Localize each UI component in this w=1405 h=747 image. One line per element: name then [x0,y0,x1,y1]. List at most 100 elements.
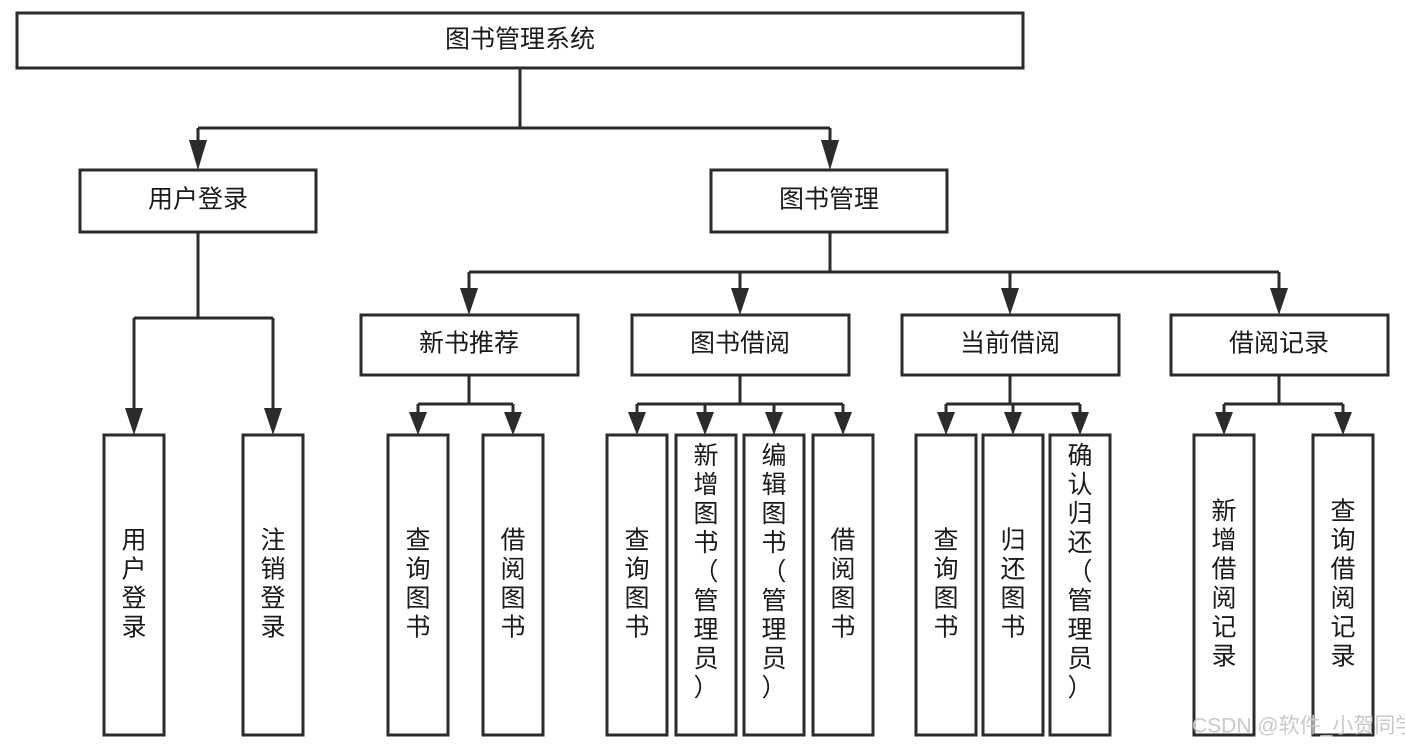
leaf-query-book-2-box[interactable] [605,433,669,737]
leaf-return-book[interactable]: 归还图书 [981,433,1045,737]
glyph: 员 [761,645,786,673]
node-user-login-label: 用户登录 [148,186,248,214]
glyph: 查 [933,526,958,554]
leaf-confirm-return-box[interactable] [1048,433,1112,737]
glyph: 登 [260,584,285,612]
glyph: 录 [1211,642,1236,670]
node-new-book-rec-box[interactable] [359,313,580,377]
node-new-book-rec[interactable]: 新书推荐 [359,313,580,377]
glyph: 书 [761,529,786,557]
leaf-edit-book-box[interactable] [742,433,806,737]
node-borrow-record-label: 借阅记录 [1229,330,1329,358]
arrowhead-leaf-confirm-return [1071,412,1089,435]
leaf-add-book-box[interactable] [674,433,738,737]
leaf-add-record-box[interactable] [1192,433,1256,737]
node-root[interactable]: 图书管理系统 [15,11,1025,70]
arrowhead-leaf-query-book-1 [409,412,427,435]
leaf-borrow-book-2-box[interactable] [811,433,875,737]
glyph: 图 [933,584,958,612]
glyph: 询 [624,555,649,583]
glyph: 增 [1211,526,1236,554]
glyph: 员 [693,645,718,673]
glyph: 还 [1067,529,1092,557]
node-current-borrow-box[interactable] [900,313,1121,377]
glyph: 管 [693,587,718,615]
leaf-add-book-label: 新增图书（管理员） [693,442,718,702]
node-new-book-rec-label: 新书推荐 [419,330,519,358]
glyph: 归 [1067,500,1092,528]
leaf-query-book-1[interactable]: 查询图书 [386,433,450,737]
leaf-logout-box[interactable] [241,433,305,737]
glyph: ） [761,674,786,702]
leaf-query-book-3[interactable]: 查询图书 [914,433,978,737]
glyph: 录 [1330,642,1355,670]
node-user-login-box[interactable] [78,168,318,234]
glyph: 书 [624,613,649,641]
node-borrow-record-box[interactable] [1169,313,1390,377]
glyph: 图 [693,500,718,528]
arrowhead-leaf-user-login [125,408,143,435]
leaf-confirm-return[interactable]: 确认归还（管理员） [1048,433,1112,737]
node-book-manage-label: 图书管理 [779,186,879,214]
arrowhead-leaf-query-book-3 [937,412,955,435]
glyph: 理 [693,616,718,644]
glyph: 员 [1067,645,1092,673]
glyph: 书 [500,613,525,641]
leaf-node-layer: 用户登录注销登录查询图书借阅图书查询图书新增图书（管理员）编辑图书（管理员）借阅… [102,433,1375,737]
leaf-borrow-book-1-box[interactable] [481,433,545,737]
glyph: 查 [405,526,430,554]
leaf-edit-book[interactable]: 编辑图书（管理员） [742,433,806,737]
leaf-borrow-book-1[interactable]: 借阅图书 [481,433,545,737]
leaf-query-book-1-box[interactable] [386,433,450,737]
node-borrow-record[interactable]: 借阅记录 [1169,313,1390,377]
glyph: 图 [624,584,649,612]
glyph: 阅 [1211,584,1236,612]
arrowhead-book-manage [821,140,839,170]
leaf-borrow-book-2[interactable]: 借阅图书 [811,433,875,737]
leaf-return-book-box[interactable] [981,433,1045,737]
leaf-query-book-3-box[interactable] [914,433,978,737]
connector-group-book-manage [460,232,1288,315]
glyph: 确 [1067,442,1092,470]
node-book-manage-box[interactable] [709,168,949,234]
node-user-login[interactable]: 用户登录 [78,168,318,234]
leaf-logout[interactable]: 注销登录 [241,433,305,737]
glyph: 编 [761,442,786,470]
glyph: 图 [761,500,786,528]
leaf-user-login[interactable]: 用户登录 [102,433,166,737]
node-root-box[interactable] [15,11,1025,70]
glyph: 询 [1330,526,1355,554]
leaf-add-book[interactable]: 新增图书（管理员） [674,433,738,737]
glyph: 记 [1211,613,1236,641]
leaf-query-book-2-label: 查询图书 [624,526,649,641]
node-book-borrow[interactable]: 图书借阅 [630,313,851,377]
glyph: 新 [1211,497,1236,525]
glyph: 录 [121,613,146,641]
arrowhead-leaf-return-book [1004,412,1022,435]
leaf-edit-book-label: 编辑图书（管理员） [761,442,786,702]
node-root-label: 图书管理系统 [445,26,595,54]
glyph: 户 [121,555,146,583]
leaf-query-record[interactable]: 查询借阅记录 [1311,433,1375,737]
node-book-borrow-box[interactable] [630,313,851,377]
leaf-user-login-box[interactable] [102,433,166,737]
glyph: 图 [405,584,430,612]
node-current-borrow[interactable]: 当前借阅 [900,313,1121,377]
arrowhead-leaf-query-book-2 [628,412,646,435]
leaf-query-book-2[interactable]: 查询图书 [605,433,669,737]
arrowhead-user-login [189,140,207,170]
glyph: 借 [1211,555,1236,583]
connector-group-borrow-record [1215,375,1352,435]
node-book-manage[interactable]: 图书管理 [709,168,949,234]
arrowhead-new-book-rec [460,288,478,315]
connector-group-book-borrow [628,375,852,435]
leaf-query-record-box[interactable] [1311,433,1375,737]
arrowhead-current-borrow [1001,288,1019,315]
glyph: ） [693,674,718,702]
leaf-add-record[interactable]: 新增借阅记录 [1192,433,1256,737]
glyph: 借 [830,526,855,554]
glyph: 还 [1000,555,1025,583]
watermark-label: CSDN @软件_小贺同学 [1192,715,1405,738]
glyph: ） [1067,674,1092,702]
leaf-return-book-label: 归还图书 [1000,526,1025,641]
